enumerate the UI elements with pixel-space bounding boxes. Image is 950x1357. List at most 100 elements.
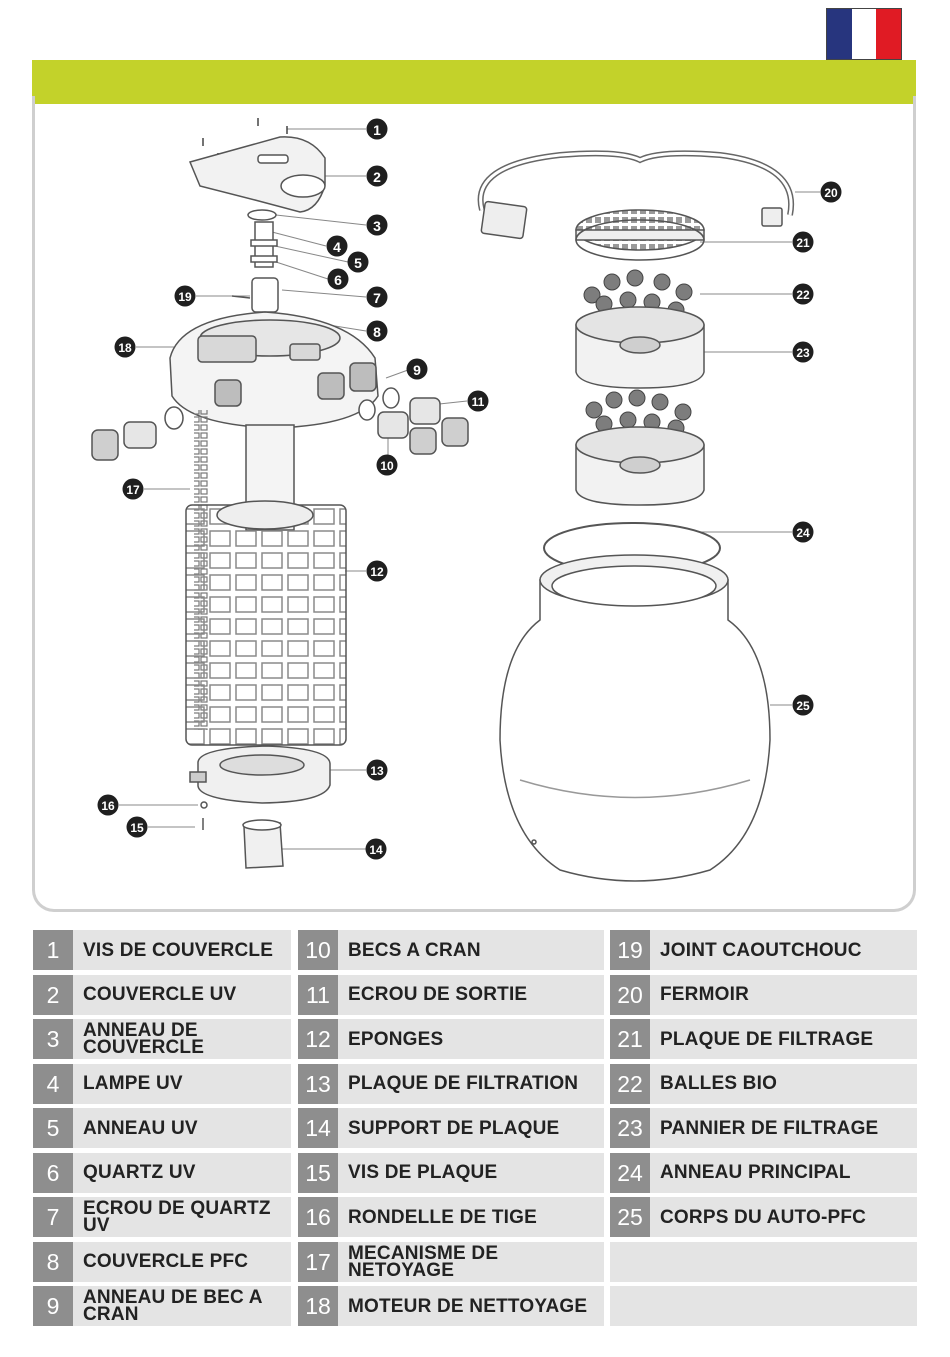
header-bar — [32, 60, 916, 104]
legend-number: 1 — [33, 930, 73, 970]
legend-label: VIS DE PLAQUE — [348, 1162, 498, 1183]
svg-text:13: 13 — [370, 764, 384, 778]
legend-label: ANNEAU UV — [83, 1117, 198, 1139]
legend-empty-cell — [610, 1241, 917, 1282]
flag-stripe-white — [851, 9, 877, 59]
callout-14: 14 — [365, 838, 387, 860]
svg-text:12: 12 — [370, 565, 384, 579]
french-flag-icon — [826, 8, 902, 60]
legend-label: MOTEUR DE NETTOYAGE — [348, 1295, 588, 1317]
callout-23: 23 — [792, 341, 814, 363]
legend-item-13: 13 PLAQUE DE FILTRATION — [298, 1063, 604, 1104]
legend-number: 13 — [298, 1063, 338, 1104]
legend-label: RONDELLE DE TIGE — [348, 1206, 537, 1228]
legend-label: ANNEAU DE BEC A CRAN — [83, 1287, 262, 1325]
legend-label: BALLES BIO — [660, 1073, 778, 1094]
legend-number: 10 — [298, 930, 338, 970]
svg-text:9: 9 — [413, 362, 421, 378]
legend-item-12: 12 EPONGES — [298, 1019, 604, 1059]
pfc-body — [499, 579, 771, 882]
callout-20: 20 — [820, 181, 842, 203]
diagram-frame — [32, 96, 916, 912]
legend-label: SUPPORT DE PLAQUE — [348, 1117, 560, 1139]
filter-body-assembly — [477, 150, 795, 882]
svg-text:11: 11 — [472, 395, 485, 409]
legend-number: 16 — [298, 1197, 338, 1237]
svg-text:25: 25 — [796, 699, 810, 713]
callout-22: 22 — [792, 283, 814, 305]
svg-text:24: 24 — [796, 526, 810, 540]
callout-5: 5 — [347, 251, 369, 273]
legend-number: 8 — [33, 1241, 73, 1282]
callout-3: 3 — [366, 214, 388, 236]
legend-label: ANNEAU DE COUVERCLE — [83, 1020, 205, 1058]
clamp — [477, 150, 795, 216]
callout-16: 16 — [97, 794, 119, 816]
svg-text:7: 7 — [373, 290, 381, 306]
svg-text:17: 17 — [126, 483, 140, 497]
callout-21: 21 — [792, 231, 814, 253]
legend-label: VIS DE COUVERCLE — [83, 939, 274, 961]
legend-item-1: 1 VIS DE COUVERCLE — [33, 930, 291, 970]
svg-text:4: 4 — [333, 239, 341, 255]
legend-item-10: 10 BECS A CRAN — [298, 930, 604, 970]
svg-text:19: 19 — [178, 290, 192, 304]
callout-7: 7 — [366, 286, 388, 308]
legend-label: MECANISME DE NETOYAGE — [348, 1242, 499, 1281]
legend-label: LAMPE UV — [83, 1073, 183, 1094]
legend-number: 18 — [298, 1286, 338, 1326]
callout-8: 8 — [366, 320, 388, 342]
filter-internal-assembly — [91, 118, 469, 869]
legend-label: BECS A CRAN — [348, 939, 481, 961]
svg-text:22: 22 — [796, 288, 810, 302]
left-fittings — [91, 406, 184, 461]
svg-text:20: 20 — [824, 186, 838, 200]
callout-10: 10 — [376, 454, 398, 476]
svg-text:5: 5 — [354, 255, 362, 271]
callout-18: 18 — [114, 336, 136, 358]
legend-label: PLAQUE DE FILTRAGE — [660, 1028, 874, 1050]
svg-text:6: 6 — [334, 272, 342, 288]
legend-number: 24 — [610, 1152, 650, 1193]
callout-6: 6 — [327, 268, 349, 290]
legend-label: ECROU DE SORTIE — [348, 984, 528, 1005]
legend-item-24: 24 ANNEAU PRINCIPAL — [610, 1152, 917, 1193]
legend-label: ANNEAU PRINCIPAL — [660, 1162, 851, 1183]
legend-label: COUVERCLE UV — [83, 984, 237, 1005]
legend-item-16: 16 RONDELLE DE TIGE — [298, 1197, 604, 1237]
svg-text:2: 2 — [373, 169, 381, 185]
legend-empty-cell — [610, 1286, 917, 1326]
callout-25: 25 — [792, 694, 814, 716]
legend-number: 22 — [610, 1063, 650, 1104]
callout-12: 12 — [366, 560, 388, 582]
legend-label: CORPS DU AUTO-PFC — [660, 1206, 867, 1228]
legend-label: EPONGES — [348, 1028, 444, 1050]
callout-17: 17 — [122, 478, 144, 500]
svg-text:14: 14 — [369, 843, 383, 857]
legend-number: 4 — [33, 1063, 73, 1104]
legend-number: 25 — [610, 1197, 650, 1237]
callout-15: 15 — [126, 816, 148, 838]
legend-number: 5 — [33, 1108, 73, 1148]
exploded-view-diagram: 1 2 3 4 5 6 7 8 9 10 11 12 13 14 15 16 1… — [91, 118, 842, 882]
legend-number: 19 — [610, 930, 650, 970]
svg-text:23: 23 — [796, 346, 810, 360]
legend-number: 12 — [298, 1019, 338, 1059]
legend-number: 7 — [33, 1197, 73, 1237]
callout-24: 24 — [792, 521, 814, 543]
callout-1: 1 — [366, 118, 388, 140]
leader-lines — [119, 128, 820, 850]
legend-number: 20 — [610, 974, 650, 1015]
legend-label: PLAQUE DE FILTRATION — [348, 1073, 579, 1094]
